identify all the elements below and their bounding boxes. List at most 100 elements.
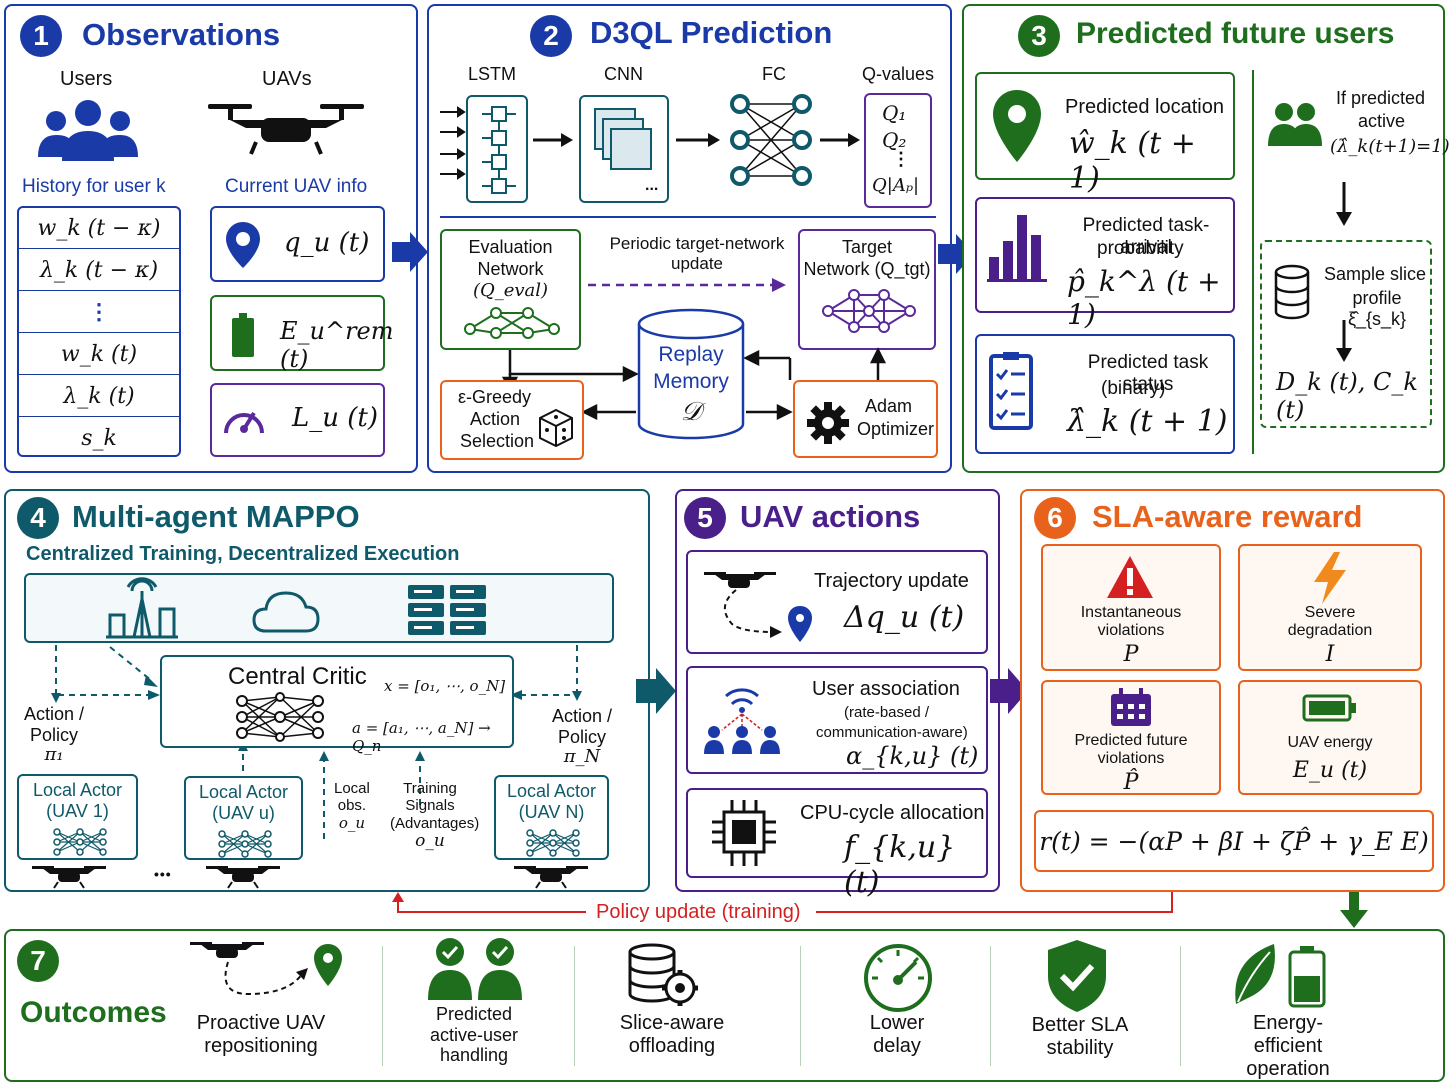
actor-sub: (UAV u) xyxy=(212,803,275,823)
loc-math: ŵ_k (t + 1) xyxy=(1069,126,1196,196)
arrow-fc-q xyxy=(820,133,860,147)
cpu-label: CPU-cycle allocation xyxy=(800,802,985,824)
uav-position-math: q_u (t) xyxy=(284,228,370,258)
history-row: λ_k (t − κ) xyxy=(19,250,179,291)
sample-slice-1: Sample slice xyxy=(1324,264,1427,284)
gauge-icon xyxy=(224,411,264,434)
cpu-math: f_{k,u} (t) xyxy=(844,830,956,900)
outcome-divider xyxy=(382,946,383,1066)
sample-slice-2: profile ξ̂_{s_k} xyxy=(1347,288,1407,329)
cnn-dots: ... xyxy=(645,177,659,194)
cpu-box: CPU-cycle allocation f_{k,u} (t) xyxy=(686,788,988,900)
history-label: History for user k xyxy=(22,176,166,197)
reward-cell-energy: UAV energy E_u (t) xyxy=(1238,680,1422,795)
current-uav-label: Current UAV info xyxy=(225,176,368,197)
qvalues-block: Q₁ Q₂ ⋮ Q|Aₚ| xyxy=(864,93,932,208)
small-drone-icon xyxy=(32,866,106,889)
input-arrows-icon xyxy=(440,106,466,180)
leaf-battery-icon xyxy=(1235,944,1326,1008)
fc-network-icon xyxy=(730,94,812,186)
dk-ck-math: D_k (t), C_k (t) xyxy=(1276,368,1418,424)
history-row: w_k (t − κ) xyxy=(19,208,179,249)
drone-route-icon xyxy=(190,942,342,996)
arrow-down xyxy=(1336,320,1352,362)
dice-icon xyxy=(539,408,573,448)
task-label-1: Predicted task-arrival xyxy=(1082,215,1210,258)
adam-optimizer-box: Adam Optimizer xyxy=(793,380,938,458)
critic-x: x = [o₁, ⋯, o_N] xyxy=(384,677,506,695)
history-row: ⋮ xyxy=(19,292,179,333)
panel3-title: Predicted future users xyxy=(1076,17,1395,50)
lstm-label: LSTM xyxy=(468,64,517,84)
panel4-subtitle: Centralized Training, Decentralized Exec… xyxy=(26,543,460,565)
actor-network-icon xyxy=(218,830,272,858)
wifi-users-icon xyxy=(704,688,780,754)
critic-a: a = [a₁, ⋯, a_N] → Q_n xyxy=(352,719,491,755)
tower-icon xyxy=(106,577,178,639)
reward-formula-box: r(t) = −(αP + βI + ζP̂ + γ_E E) xyxy=(1034,810,1434,872)
outcome-divider xyxy=(574,946,575,1066)
panel3-divider xyxy=(1252,70,1254,454)
panel6-number: 6 xyxy=(1034,497,1076,539)
lstm-chain-icon xyxy=(482,106,516,194)
association-sub-1: (rate-based / xyxy=(844,704,930,721)
status-label-1: Predicted task status xyxy=(1087,352,1209,395)
users-label: Users xyxy=(60,68,113,90)
fc-label: FC xyxy=(762,64,786,84)
target-network: Target Network (Q_tgt) xyxy=(798,229,936,350)
eval-network-icon xyxy=(464,307,560,339)
trajectory-math: Δq_u (t) xyxy=(844,600,965,635)
greedy-line1: ε-Greedy xyxy=(458,387,532,407)
cell-label: UAV energy xyxy=(1287,734,1373,751)
drone-icon xyxy=(208,104,364,155)
if-active-3: (λ̂_k(t+1)=1) xyxy=(1330,136,1449,157)
arrow-5-to-6 xyxy=(990,668,1028,714)
speedometer-icon xyxy=(864,944,932,1012)
replay-memory-cylinder xyxy=(637,308,745,440)
calendar-icon xyxy=(1111,688,1151,726)
q-value-dots: ⋮ xyxy=(892,149,910,169)
target-network-icon xyxy=(822,289,916,333)
history-row: s_k xyxy=(81,425,117,451)
server-icon xyxy=(408,585,486,635)
battery-icon xyxy=(1302,694,1356,722)
panel4-title: Multi-agent MAPPO xyxy=(72,499,360,534)
panel3-number: 3 xyxy=(1018,15,1060,57)
warning-icon xyxy=(1107,556,1153,598)
reward-formula: r(t) = −(αP + βI + ζP̂ + γ_E E) xyxy=(1039,826,1429,856)
arrow-1-to-2 xyxy=(392,232,428,272)
q-value-2: Q₂ xyxy=(882,128,907,152)
panel2-number: 2 xyxy=(530,15,572,57)
evaluation-network: Evaluation Network (Q_eval) xyxy=(440,229,581,350)
battery-icon xyxy=(232,313,254,357)
critic-network-icon xyxy=(236,692,324,742)
panel1-number: 1 xyxy=(20,15,62,57)
panel6-title: SLA-aware reward xyxy=(1092,499,1363,534)
greedy-line2: Action xyxy=(470,409,521,429)
arrow-4-to-5 xyxy=(636,668,676,714)
task-math: p̂_k^λ (t + 1) xyxy=(1067,265,1221,331)
divider xyxy=(440,216,936,218)
predicted-status-box: Predicted task status (binary) λ̂_k (t +… xyxy=(975,334,1235,454)
qvalues-label: Q-values xyxy=(862,64,935,84)
lstm-block xyxy=(466,95,528,203)
actor-network-icon xyxy=(526,829,580,857)
eval-net-line2: Network xyxy=(477,259,544,279)
if-active-1: If predicted xyxy=(1336,88,1426,108)
users-check-icon xyxy=(428,938,522,1000)
bar-chart-icon xyxy=(987,215,1047,282)
adam-line2: Optimizer xyxy=(857,419,935,439)
outcome-divider xyxy=(1180,946,1181,1066)
status-label-2: (binary) xyxy=(1101,378,1166,399)
